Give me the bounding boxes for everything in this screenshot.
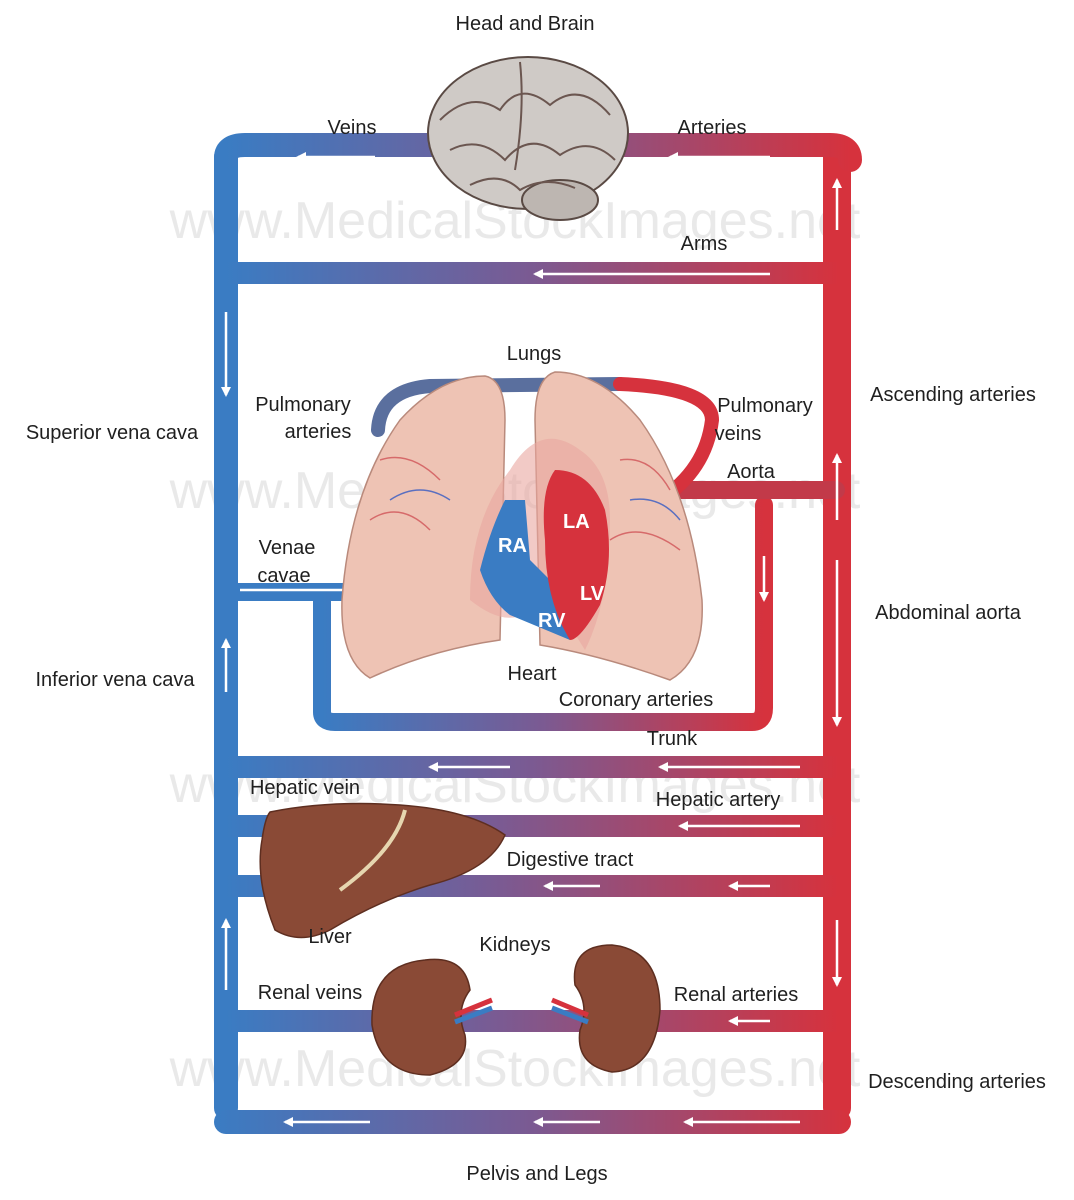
label-hepatic-vein: Hepatic vein [250,777,360,799]
label-aorta: Aorta [727,461,776,483]
label-ascending-arteries: Ascending arteries [870,384,1036,406]
label-arteries: Arteries [678,117,747,139]
label-renal-arteries: Renal arteries [674,984,799,1006]
label-abdominal-aorta: Abdominal aorta [875,602,1022,624]
chamber-la-label: LA [563,511,590,533]
pulmonary-arteries-vessel [371,377,627,437]
label-heart: Heart [508,663,557,685]
right-heart-chambers [480,500,574,640]
chamber-ra-label: RA [498,535,527,557]
label-renal-veins: Renal veins [258,982,363,1004]
coronary-loop-vessel [313,496,773,731]
labels: Head and Brain Veins Arteries Arms Lungs… [26,13,1046,1185]
label-superior-vena-cava: Superior vena cava [26,422,199,444]
label-pulmonary-veins-line1: Pulmonary [717,395,813,417]
label-digestive-tract: Digestive tract [507,849,634,871]
label-kidneys: Kidneys [479,934,550,956]
label-arms: Arms [681,233,728,255]
pelvis-legs-vessel [214,1110,851,1134]
brain-icon [427,56,629,221]
left-heart-chambers [543,470,609,640]
label-liver: Liver [308,926,352,948]
watermark-text: www.MedicalStockImages.net [169,1040,861,1098]
label-hepatic-artery: Hepatic artery [656,789,781,811]
label-pulmonary-arteries-line2: arteries [285,421,352,443]
label-veins: Veins [328,117,377,139]
label-inferior-vena-cava: Inferior vena cava [36,669,196,691]
arms-vessel [226,262,838,284]
label-descending-arteries: Descending arteries [868,1071,1046,1093]
chamber-rv-label: RV [538,610,566,632]
label-pulmonary-veins-line2: veins [715,423,762,445]
label-coronary-arteries: Coronary arteries [559,689,714,711]
label-lungs: Lungs [507,343,562,365]
heart-icon: RA RV LA LV [470,438,610,650]
liver-icon [259,802,506,939]
chamber-lv-label: LV [580,583,605,605]
kidney-icon [371,944,661,1076]
label-pulmonary-arteries-line1: Pulmonary [255,394,351,416]
trunk-vessel [226,756,838,778]
label-pelvis-legs: Pelvis and Legs [466,1163,607,1185]
label-venae-cavae-line1: Venae [259,537,316,559]
label-head-brain: Head and Brain [456,13,595,35]
label-venae-cavae-line2: cavae [257,565,310,587]
pulmonary-veins-vessel [613,377,719,507]
label-trunk: Trunk [647,728,698,750]
